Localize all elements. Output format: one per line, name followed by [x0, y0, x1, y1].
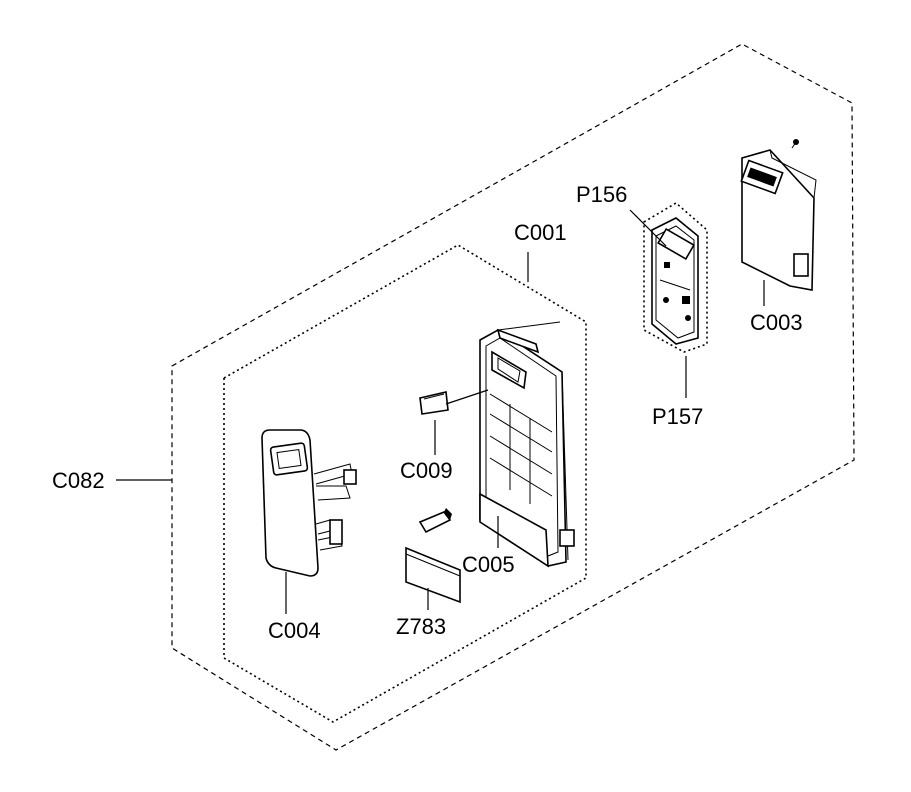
- leader-c009b: [445, 389, 489, 405]
- part-c003: [740, 139, 817, 291]
- label-c004: C004: [268, 618, 321, 643]
- label-z783: Z783: [396, 614, 446, 639]
- outer-assembly-boundary: [171, 43, 855, 751]
- label-p156: P156: [576, 182, 627, 207]
- part-small-tab: [418, 508, 452, 534]
- leader-p156: [629, 209, 667, 247]
- label-c003: C003: [750, 310, 803, 335]
- part-c005-frame: [479, 321, 575, 568]
- part-c009: [419, 391, 449, 415]
- label-p157: P157: [652, 404, 703, 429]
- part-c004-sheet: [261, 429, 357, 577]
- part-pcb: [651, 217, 699, 345]
- label-c001: C001: [514, 220, 567, 245]
- label-c082: C082: [52, 468, 105, 493]
- label-c009: C009: [400, 458, 453, 483]
- part-z783: [405, 546, 461, 604]
- label-c005: C005: [462, 552, 515, 577]
